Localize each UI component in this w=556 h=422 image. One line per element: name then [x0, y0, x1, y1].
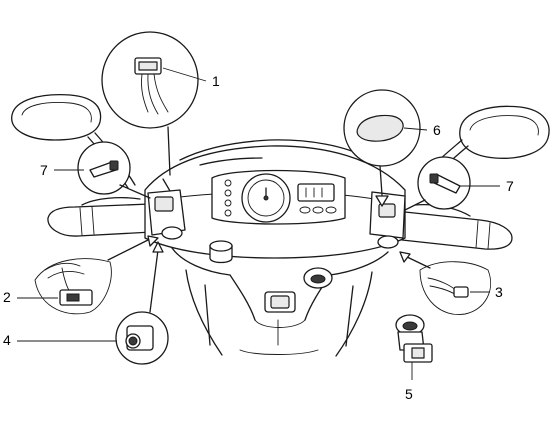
callout-2: 2: [3, 289, 11, 305]
part-6-pad-detail: [343, 89, 428, 207]
right-handlebar: [401, 204, 513, 250]
right-switch-housing: [369, 191, 406, 249]
callout-7-left: 7: [40, 162, 48, 178]
left-handlebar: [47, 197, 153, 237]
part-1-connector-detail: [101, 31, 207, 176]
callout-4: 4: [3, 332, 11, 348]
part-3-right-switch-detail: [399, 251, 492, 315]
callout-7-right: 7: [506, 178, 514, 194]
part-5-ignition-lock-detail: [395, 314, 433, 380]
knob: [209, 240, 233, 264]
left-switch-housing: [147, 178, 186, 240]
instrument-cluster: [211, 169, 346, 225]
callout-1: 1: [212, 73, 220, 89]
callout-3: 3: [495, 284, 503, 300]
callout-6: 6: [433, 122, 441, 138]
ignition-lock-seat: [303, 267, 333, 289]
part-4-socket-detail: [17, 241, 169, 365]
callout-5: 5: [405, 386, 413, 402]
part-7-right-bulb-detail: [404, 156, 500, 211]
part-7-left-bulb-detail: [54, 141, 151, 199]
body-switch: [264, 291, 296, 313]
part-2-left-switch-detail: [17, 235, 159, 315]
